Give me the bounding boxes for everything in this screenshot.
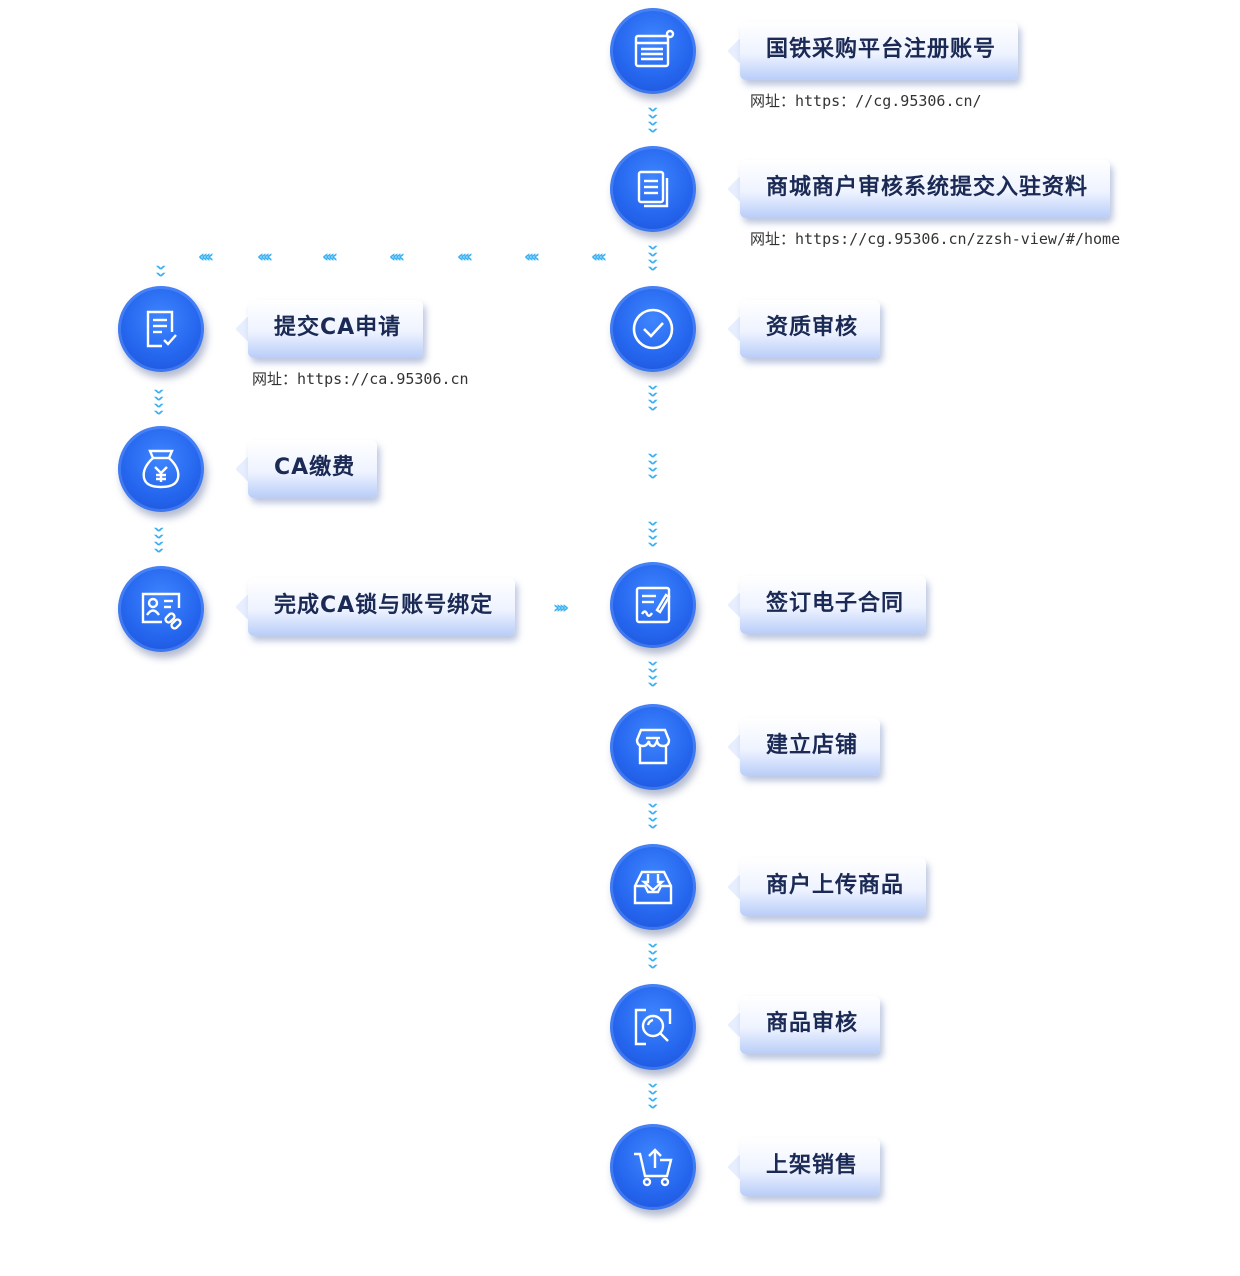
arrow-down: ››››	[641, 520, 667, 548]
arrow-down: ››››	[641, 942, 667, 970]
arrow-down: ››››	[641, 452, 667, 480]
arrow-down: ››››	[147, 526, 173, 554]
step-goods-review: 商品审核	[740, 996, 881, 1054]
store-icon	[610, 704, 696, 790]
submit-info-url[interactable]: 网址：https://cg.95306.cn/zzsh-view/#/home	[750, 230, 1121, 248]
step-register: 国铁采购平台注册账号	[740, 22, 1019, 80]
ca-bind-icon	[118, 566, 204, 652]
contract-icon	[610, 562, 696, 648]
check-icon	[610, 286, 696, 372]
arrow-left: ‹‹‹‹	[322, 247, 338, 267]
arrow-down: ››››	[641, 660, 667, 688]
step-qualification: 资质审核	[740, 300, 881, 358]
arrow-down: ››››	[641, 802, 667, 830]
arrow-down: ››››	[641, 1082, 667, 1110]
upload-icon	[610, 844, 696, 930]
step-ca-apply: 提交CA申请	[248, 300, 424, 358]
arrow-down: ››››	[147, 388, 173, 416]
arrow-left: ‹‹‹‹	[591, 247, 607, 267]
ca-apply-url[interactable]: 网址：https://ca.95306.cn	[252, 370, 469, 388]
register-icon	[610, 8, 696, 94]
arrow-left: ‹‹‹‹	[389, 247, 405, 267]
arrow-down: ››››	[641, 244, 667, 272]
arrow-left: ‹‹‹‹	[524, 247, 540, 267]
arrow-right: ››››	[553, 598, 569, 618]
money-bag-icon	[118, 426, 204, 512]
arrow-left: ‹‹‹‹	[198, 247, 214, 267]
step-ca-fee: CA缴费	[248, 440, 378, 498]
step-store: 建立店铺	[740, 718, 881, 776]
step-upload: 商户上传商品	[740, 858, 927, 916]
step-ca-bind: 完成CA锁与账号绑定	[248, 578, 516, 636]
step-submit-info: 商城商户审核系统提交入驻资料	[740, 160, 1111, 218]
arrow-down: ››››	[641, 384, 667, 412]
arrow-down: ››››	[641, 106, 667, 134]
step-sale: 上架销售	[740, 1138, 881, 1196]
ca-apply-icon	[118, 286, 204, 372]
arrow-left: ‹‹‹‹	[457, 247, 473, 267]
submit-info-icon	[610, 146, 696, 232]
register-url[interactable]: 网址：https：//cg.95306.cn/	[750, 92, 982, 110]
review-icon	[610, 984, 696, 1070]
arrow-left: ‹‹‹‹	[257, 247, 273, 267]
cart-icon	[610, 1124, 696, 1210]
arrow-down: ››	[149, 264, 175, 278]
step-contract: 签订电子合同	[740, 576, 927, 634]
